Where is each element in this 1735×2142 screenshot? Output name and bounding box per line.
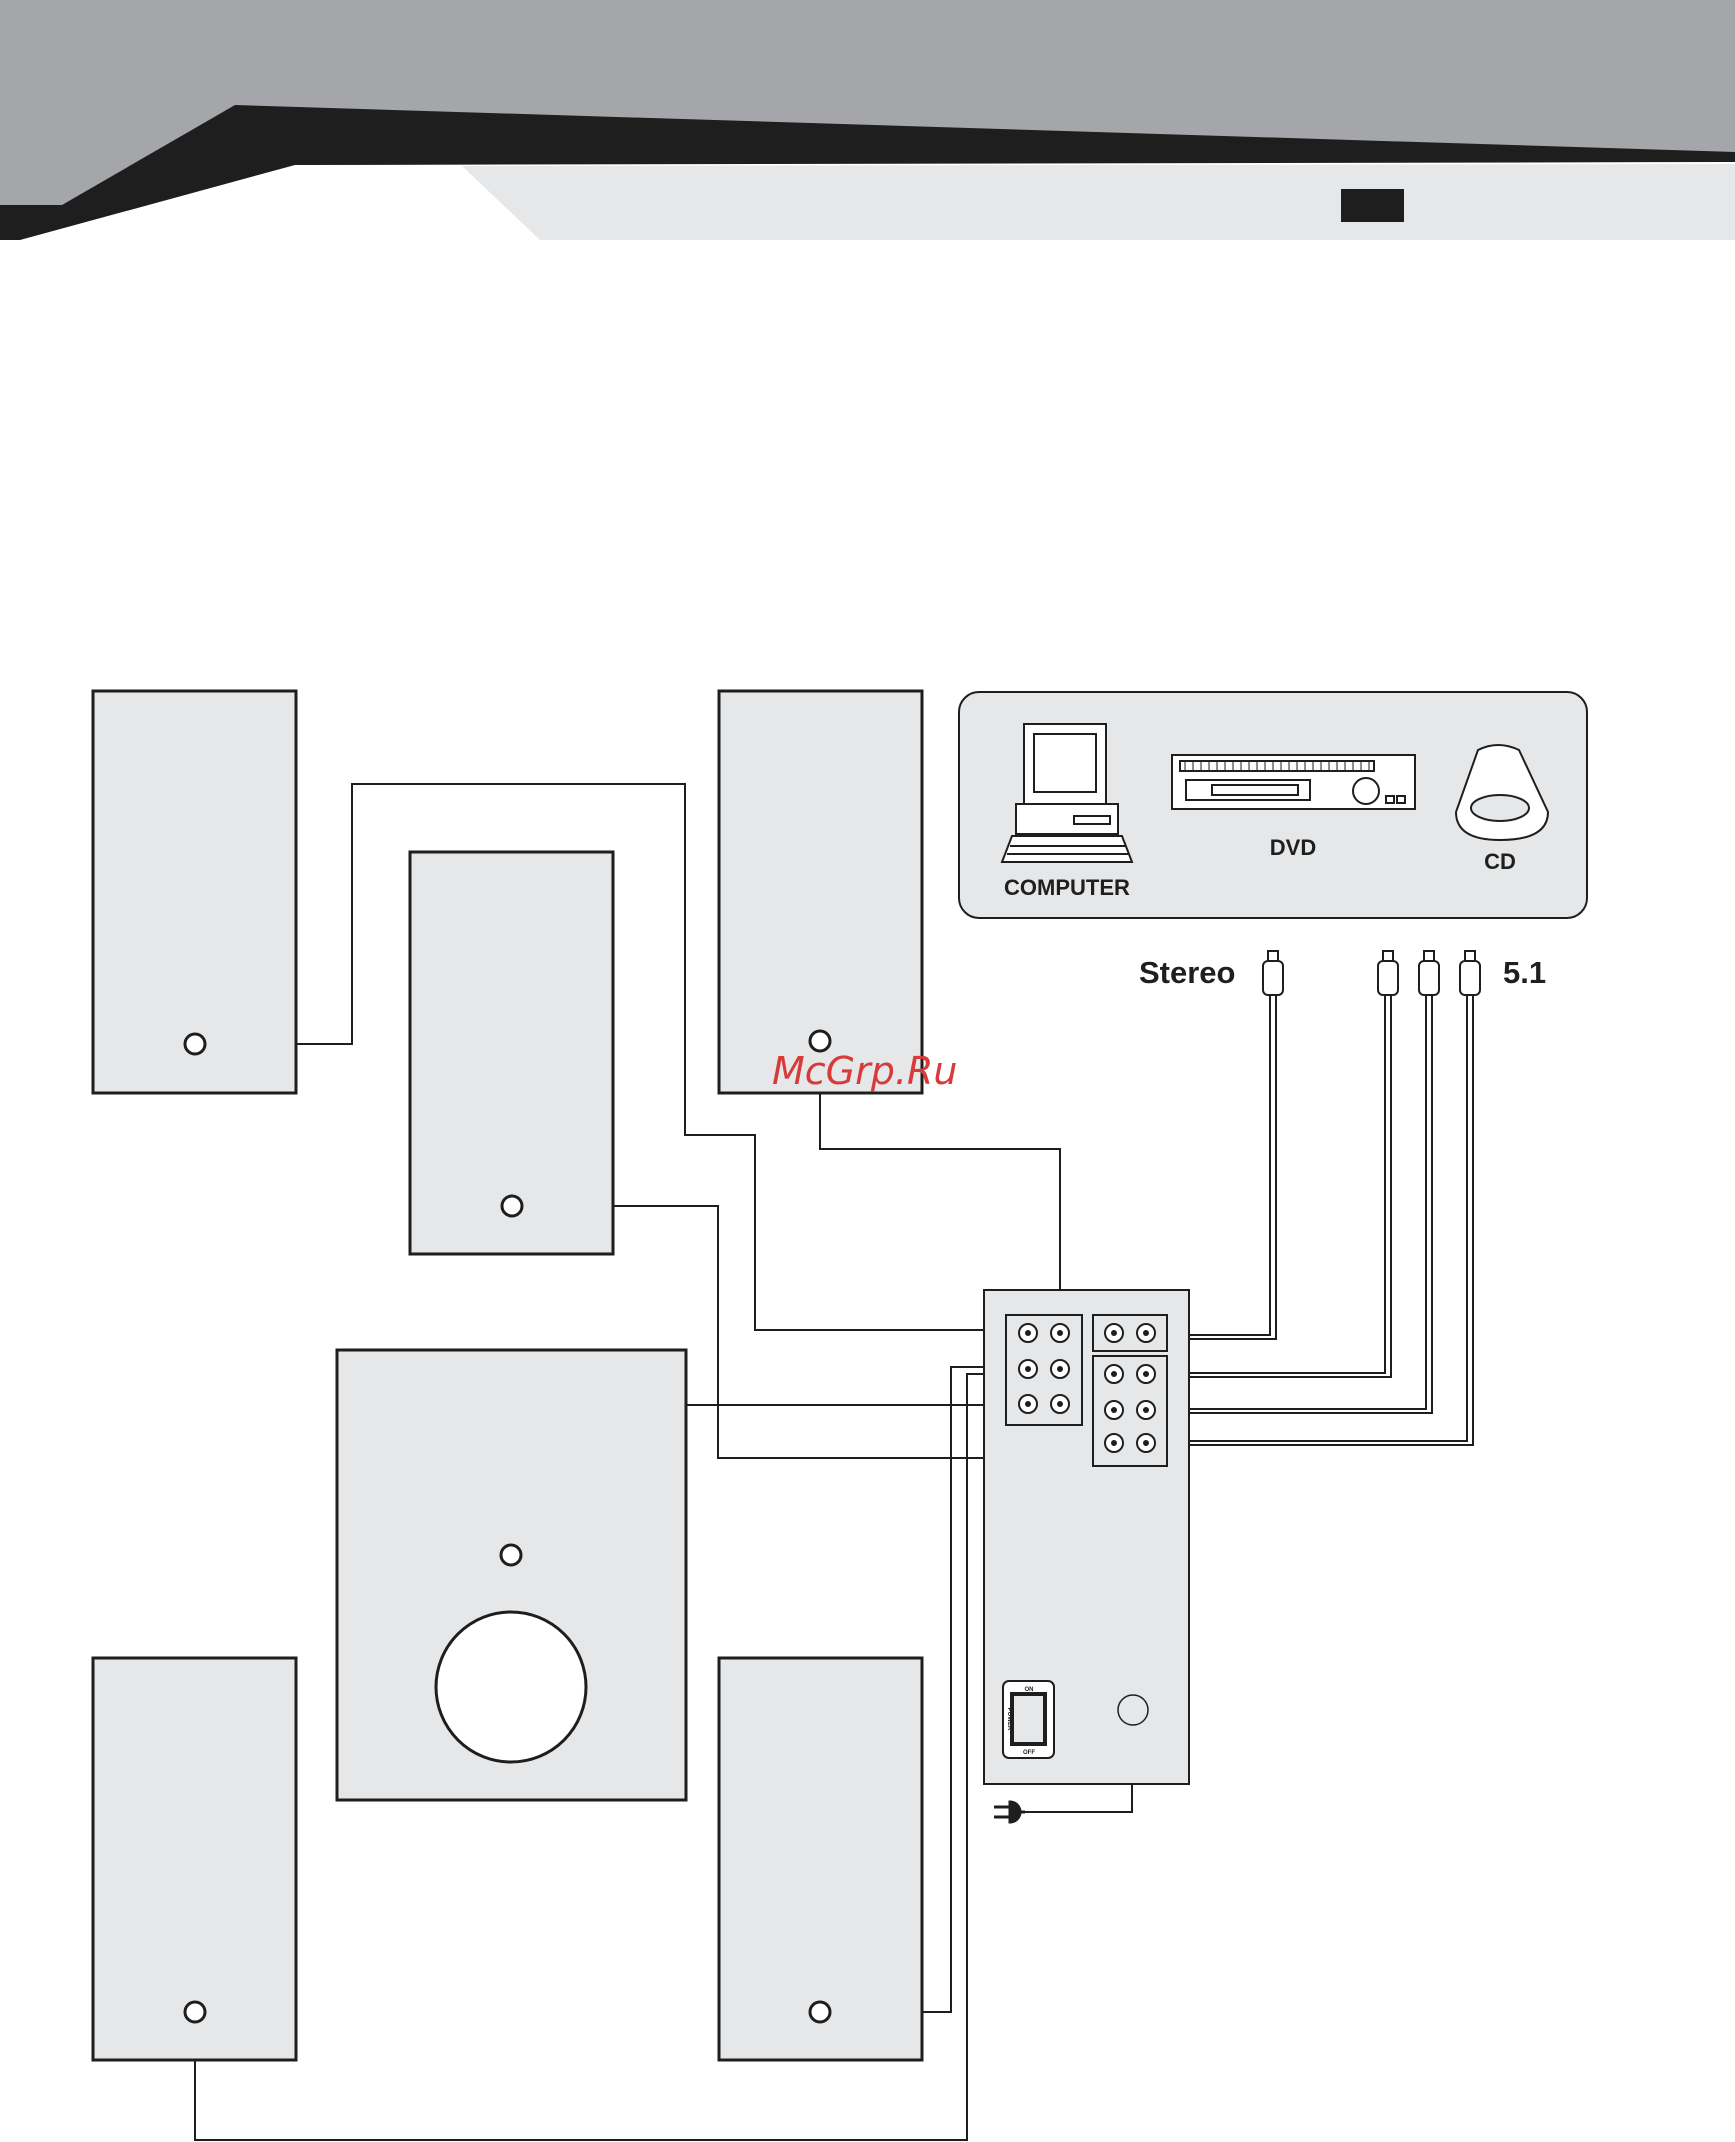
wire-stereo-a bbox=[1146, 995, 1270, 1335]
terminal-front-right bbox=[810, 1031, 830, 1051]
jack-dot bbox=[1111, 1330, 1117, 1336]
power-switch-off: OFF bbox=[1023, 1750, 1035, 1756]
jack-dot bbox=[1143, 1330, 1149, 1336]
terminal-rear-right bbox=[810, 2002, 830, 2022]
amplifier-unit: ON OFF POWER bbox=[984, 1290, 1189, 1822]
power-switch-rocker bbox=[1012, 1694, 1045, 1744]
rca-plug-51-c bbox=[1460, 951, 1480, 995]
power-cord-socket bbox=[1118, 1695, 1148, 1725]
jack-dot bbox=[1057, 1330, 1063, 1336]
cd-disc bbox=[1471, 795, 1529, 821]
rca-plug-tip bbox=[1424, 951, 1434, 961]
dvd-button bbox=[1386, 796, 1394, 803]
dvd-player-icon bbox=[1172, 755, 1415, 809]
jack-dot bbox=[1025, 1401, 1031, 1407]
rca-plug-tip bbox=[1383, 951, 1393, 961]
terminal-subwoofer bbox=[501, 1545, 521, 1565]
terminal-rear-left bbox=[185, 2002, 205, 2022]
watermark: McGrp.Ru bbox=[772, 1049, 957, 1093]
rca-plug-51-a bbox=[1378, 951, 1398, 995]
speakers bbox=[93, 691, 922, 2060]
rca-plug-stereo bbox=[1263, 951, 1283, 995]
sources-panel: COMPUTER bbox=[959, 692, 1587, 918]
wire-stereo-b bbox=[1146, 995, 1276, 1339]
rca-plug-body bbox=[1378, 961, 1398, 995]
jack-dot bbox=[1143, 1371, 1149, 1377]
power-plug-icon bbox=[994, 1802, 1025, 1822]
jack-dot bbox=[1111, 1371, 1117, 1377]
dvd-button bbox=[1397, 796, 1405, 803]
rca-plug-tip bbox=[1268, 951, 1278, 961]
speaker-center bbox=[410, 852, 613, 1254]
terminal-front-left bbox=[185, 1034, 205, 1054]
rca-plug-51-b bbox=[1419, 951, 1439, 995]
jack-dot bbox=[1057, 1401, 1063, 1407]
dvd-label: DVD bbox=[1270, 835, 1316, 860]
surround-input-label: 5.1 bbox=[1503, 955, 1546, 990]
page-header bbox=[0, 0, 1735, 240]
terminal-center bbox=[502, 1196, 522, 1216]
jack-dot bbox=[1057, 1366, 1063, 1372]
jack-dot bbox=[1143, 1407, 1149, 1413]
power-switch-label: POWER bbox=[1006, 1708, 1012, 1731]
speaker-rear-left bbox=[93, 1658, 296, 2060]
rca-plug-body bbox=[1460, 961, 1480, 995]
jack-dot bbox=[1111, 1407, 1117, 1413]
cd-label: CD bbox=[1484, 849, 1516, 874]
wire-51-c1 bbox=[1146, 995, 1467, 1441]
output-jack-group bbox=[1006, 1315, 1082, 1425]
header-light-tab bbox=[462, 164, 1735, 240]
jack-dot bbox=[1025, 1330, 1031, 1336]
stereo-input-label: Stereo bbox=[1139, 955, 1235, 990]
dvd-knob bbox=[1353, 778, 1379, 804]
rca-plug-tip bbox=[1465, 951, 1475, 961]
speaker-rear-right bbox=[719, 1658, 922, 2060]
computer-drive bbox=[1074, 816, 1110, 824]
jack-dot bbox=[1025, 1366, 1031, 1372]
input-plugs bbox=[1263, 951, 1480, 995]
page-number-box bbox=[1341, 189, 1404, 222]
jack-dot bbox=[1143, 1440, 1149, 1446]
dvd-tray-slot bbox=[1212, 785, 1298, 795]
jack-dot bbox=[1111, 1440, 1117, 1446]
computer-label: COMPUTER bbox=[1004, 875, 1130, 900]
computer-screen bbox=[1034, 734, 1096, 792]
subwoofer-driver bbox=[436, 1612, 586, 1762]
computer-keyboard bbox=[1002, 836, 1132, 862]
rca-plug-body bbox=[1263, 961, 1283, 995]
power-switch: ON OFF POWER bbox=[1003, 1681, 1054, 1758]
rca-plug-body bbox=[1419, 961, 1439, 995]
power-switch-on: ON bbox=[1025, 1687, 1034, 1693]
